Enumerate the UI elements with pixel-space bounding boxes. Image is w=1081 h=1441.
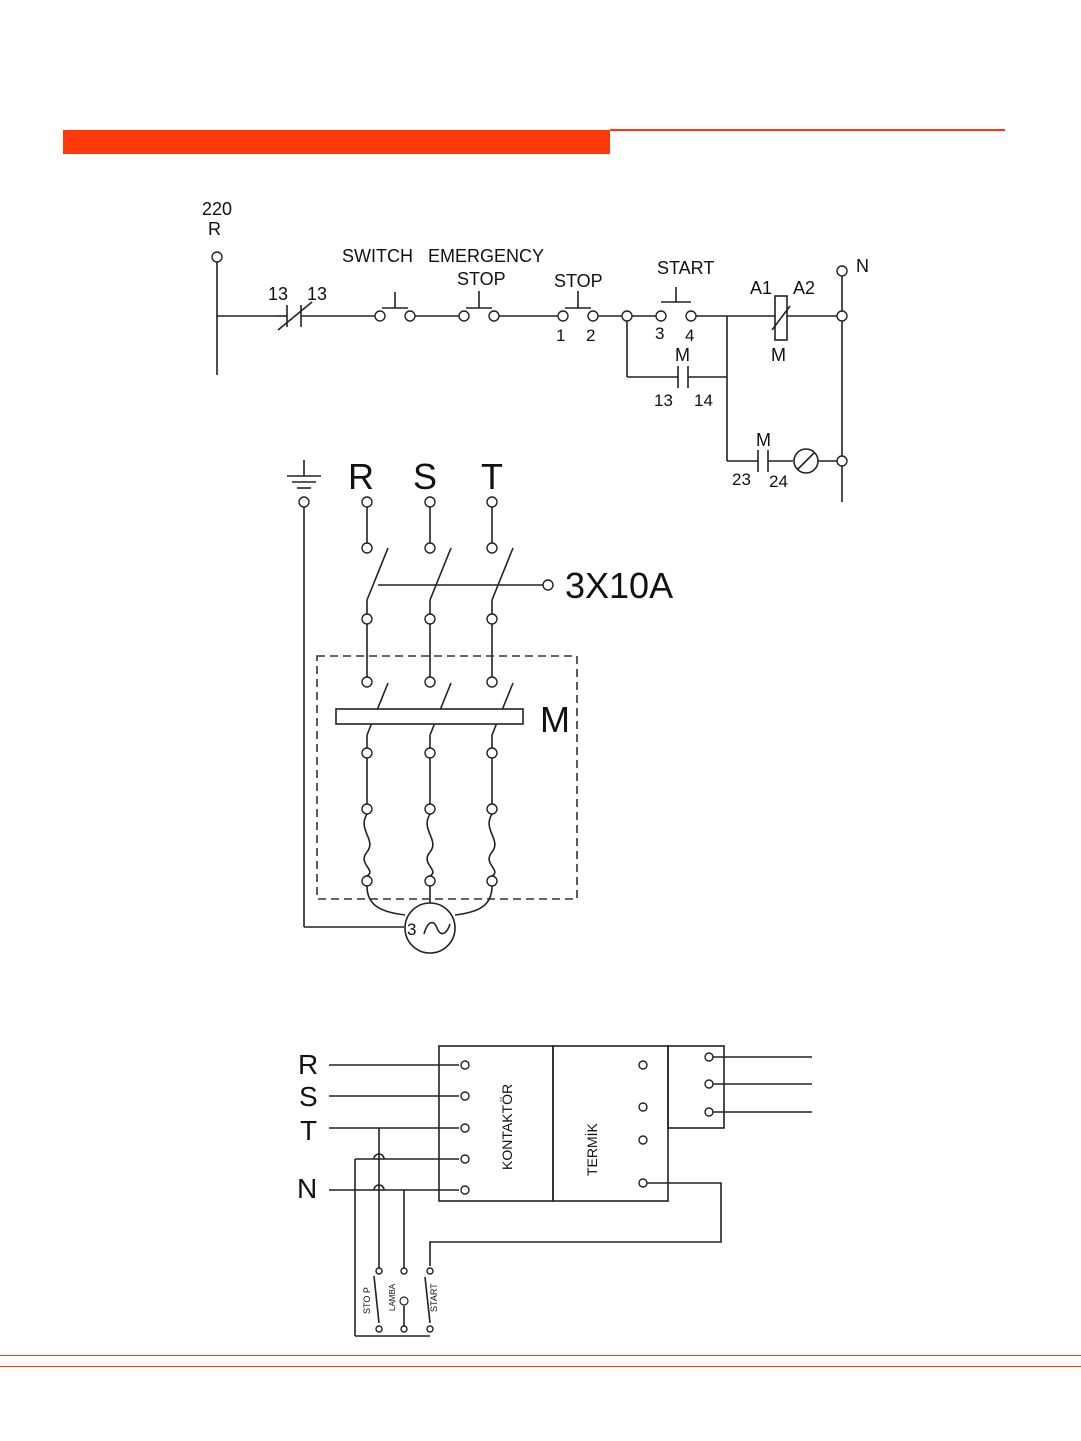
switch-contact bbox=[375, 292, 459, 321]
thermal-terminal-b: 13 bbox=[307, 284, 327, 304]
stop-terminal-1: 1 bbox=[556, 326, 565, 345]
start-switch-label: START bbox=[429, 1283, 439, 1312]
thermal-block-label: TERMİK bbox=[583, 1122, 600, 1176]
stop-button-contact bbox=[558, 291, 622, 321]
phase-terminal bbox=[212, 252, 222, 262]
output-block bbox=[668, 1046, 724, 1128]
phase-r-label: R bbox=[348, 456, 374, 497]
thermal-nc-contact bbox=[277, 302, 375, 330]
emergency-label-line2: STOP bbox=[457, 269, 506, 289]
contactor-bar bbox=[336, 709, 523, 724]
wiring-s-label: S bbox=[299, 1081, 318, 1112]
hold-terminal-13: 13 bbox=[654, 391, 673, 410]
contactor-label: M bbox=[540, 699, 570, 740]
start-label: START bbox=[657, 258, 714, 278]
breaker-label: 3X10A bbox=[565, 565, 673, 606]
stop-switch bbox=[374, 1268, 382, 1332]
power-circuit: R S T bbox=[287, 456, 673, 953]
thermal-block bbox=[553, 1046, 668, 1201]
hold-in-contact bbox=[627, 366, 727, 388]
emergency-label-line1: EMERGENCY bbox=[428, 246, 544, 266]
stop-label: STOP bbox=[554, 271, 603, 291]
coil-name: M bbox=[771, 345, 786, 365]
lamp-indicator bbox=[400, 1268, 408, 1332]
motor-phase-number: 3 bbox=[407, 920, 416, 939]
switch-label: SWITCH bbox=[342, 246, 413, 266]
neutral-terminal bbox=[837, 266, 847, 276]
thermal-terminal-a: 13 bbox=[268, 284, 288, 304]
lamp-terminal-23: 23 bbox=[732, 470, 751, 489]
contactor-block-label: KONTAKTÖR bbox=[498, 1084, 515, 1170]
wiring-n-label: N bbox=[297, 1173, 317, 1204]
hold-terminal-14: 14 bbox=[694, 391, 713, 410]
lamp-contact-name: M bbox=[756, 430, 771, 450]
start-terminal-4: 4 bbox=[685, 326, 694, 345]
start-terminal-3: 3 bbox=[655, 324, 664, 343]
wiring-diagram: R S T N KONTAKTÖR TERMİK bbox=[297, 1046, 812, 1336]
stop-switch-label: STO P bbox=[362, 1287, 372, 1314]
phase-t-label: T bbox=[481, 456, 503, 497]
stop-terminal-2: 2 bbox=[586, 326, 595, 345]
lamp-label: LAMBA bbox=[388, 1283, 397, 1311]
coil-a1: A1 bbox=[750, 278, 772, 298]
contactor-block bbox=[439, 1046, 553, 1201]
phase-s-label: S bbox=[413, 456, 437, 497]
wiring-r-label: R bbox=[298, 1049, 318, 1080]
supply-voltage-label: 220 bbox=[202, 199, 232, 219]
emergency-stop-contact bbox=[459, 291, 558, 321]
phase-columns bbox=[362, 497, 513, 886]
neutral-label: N bbox=[856, 256, 869, 276]
lamp-terminal-24: 24 bbox=[769, 472, 788, 491]
lamp-small-icon bbox=[400, 1297, 408, 1305]
coil-a2: A2 bbox=[793, 278, 815, 298]
hold-contact-name: M bbox=[675, 345, 690, 365]
ground-icon bbox=[287, 460, 404, 927]
contactor-coil bbox=[772, 296, 837, 340]
control-circuit: 220 R 13 13 SW bbox=[202, 199, 869, 502]
wiring-t-label: T bbox=[300, 1115, 317, 1146]
supply-phase-label: R bbox=[208, 219, 221, 239]
